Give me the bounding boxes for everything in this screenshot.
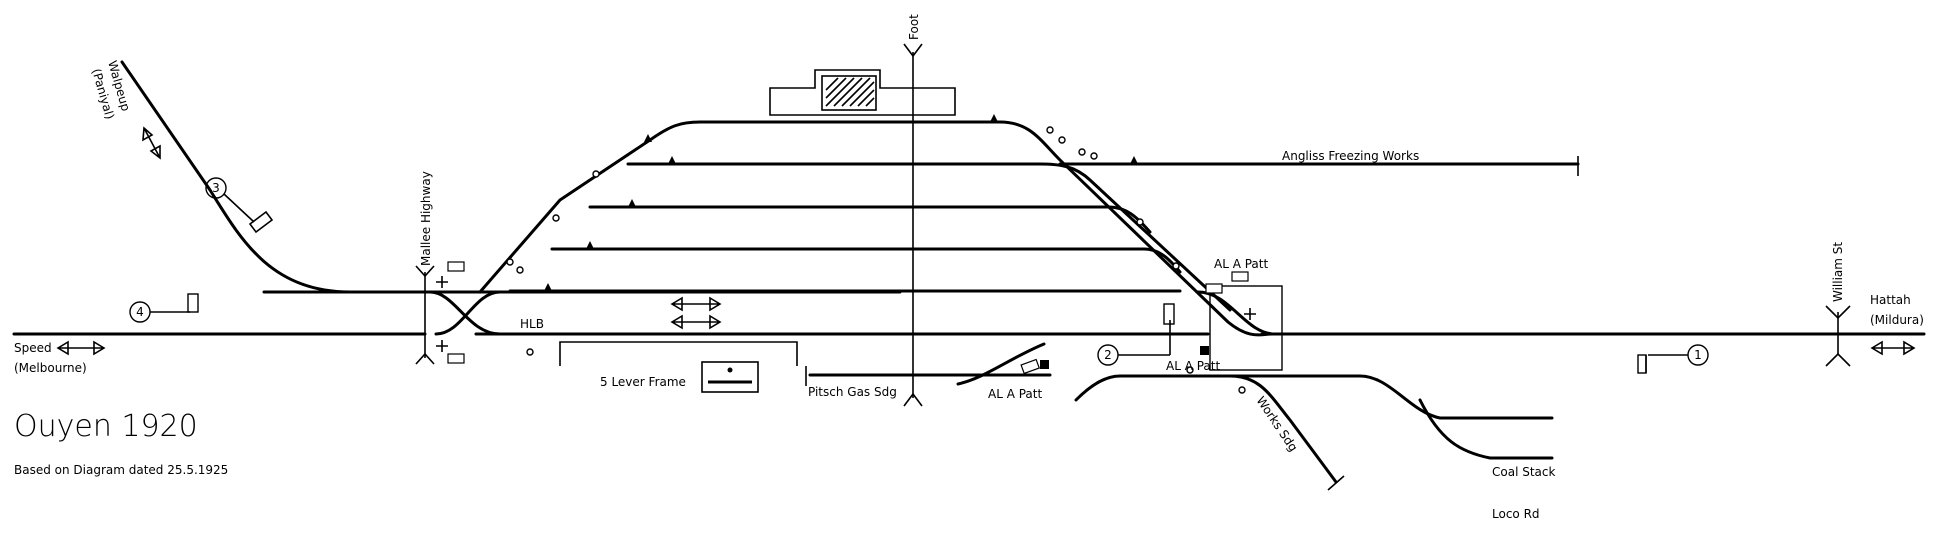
- hatch-lines: [825, 77, 875, 107]
- point-markers: [544, 114, 1209, 369]
- william-st-ends: [1825, 305, 1851, 367]
- mallee-highway-ends: [415, 265, 435, 365]
- platform-outline: [559, 341, 798, 366]
- label-angliss: Angliss Freezing Works: [1282, 149, 1419, 163]
- al-patt-instrument-3: [1020, 358, 1040, 375]
- highway-plus: [436, 276, 448, 352]
- label-hlb: HLB: [520, 317, 544, 331]
- signal-box-hatched: [821, 75, 877, 111]
- loco-road: [1418, 398, 1554, 460]
- road-1-east: [998, 120, 1274, 337]
- label-al-patt-main: AL A Patt: [1166, 359, 1220, 373]
- signal-2: 2: [1097, 303, 1175, 366]
- signal-1-number: 1: [1694, 348, 1702, 362]
- signal-4-number: 4: [136, 305, 144, 319]
- lever-frame-dot: [727, 367, 733, 373]
- signal-3: 3: [205, 177, 274, 234]
- south-lead: [1074, 374, 1122, 402]
- al-patt-box-1: [1209, 285, 1283, 371]
- label-loco-rd: Loco Rd: [1492, 507, 1540, 521]
- label-mildura: (Mildura): [1870, 313, 1924, 327]
- crossover-west: [428, 290, 502, 336]
- label-pitsch: Pitsch Gas Sdg: [808, 385, 897, 399]
- signal-2-number: 2: [1104, 348, 1112, 362]
- works-sdg-track: [1228, 374, 1338, 484]
- footbridge-ends: [903, 43, 923, 407]
- al-patt-plus: [1244, 308, 1256, 320]
- label-al-patt-north: AL A Patt: [1214, 257, 1268, 271]
- lever-circles: [506, 126, 1246, 394]
- label-coal-stack: Coal Stack: [1492, 465, 1555, 479]
- label-melbourne: (Melbourne): [14, 361, 87, 375]
- al-patt-instrument-1: [1205, 283, 1223, 294]
- label-speed: Speed: [14, 341, 52, 355]
- label-william-st: William St: [1831, 242, 1845, 302]
- label-foot: Foot: [907, 14, 921, 40]
- label-hattah: Hattah: [1870, 293, 1911, 307]
- highway-instrument-1: [447, 261, 465, 272]
- lever-frame-box: [701, 361, 759, 393]
- walpeup-line: [120, 60, 352, 294]
- al-patt-instrument-2: [1231, 271, 1249, 282]
- signal-4: 4: [129, 293, 199, 323]
- works-stop: [1327, 475, 1345, 491]
- station-building: [769, 69, 956, 116]
- diagram-subtitle: Based on Diagram dated 25.5.1925: [14, 463, 228, 477]
- label-lever-frame: 5 Lever Frame: [600, 375, 686, 389]
- highway-instrument-2: [447, 353, 465, 364]
- label-mallee-highway: Mallee Highway: [419, 171, 433, 266]
- label-al-patt-south: AL A Patt: [988, 387, 1042, 401]
- signal-3-number: 3: [212, 181, 220, 195]
- road-2-east: [1038, 162, 1232, 312]
- road-3-east: [1106, 205, 1152, 234]
- diagram-title: Ouyen 1920: [14, 409, 198, 444]
- al-patt-siding: [956, 342, 1046, 386]
- signal-1: 1: [1637, 344, 1709, 374]
- direction-arrows: [56, 126, 1916, 356]
- coal-road: [1358, 374, 1554, 420]
